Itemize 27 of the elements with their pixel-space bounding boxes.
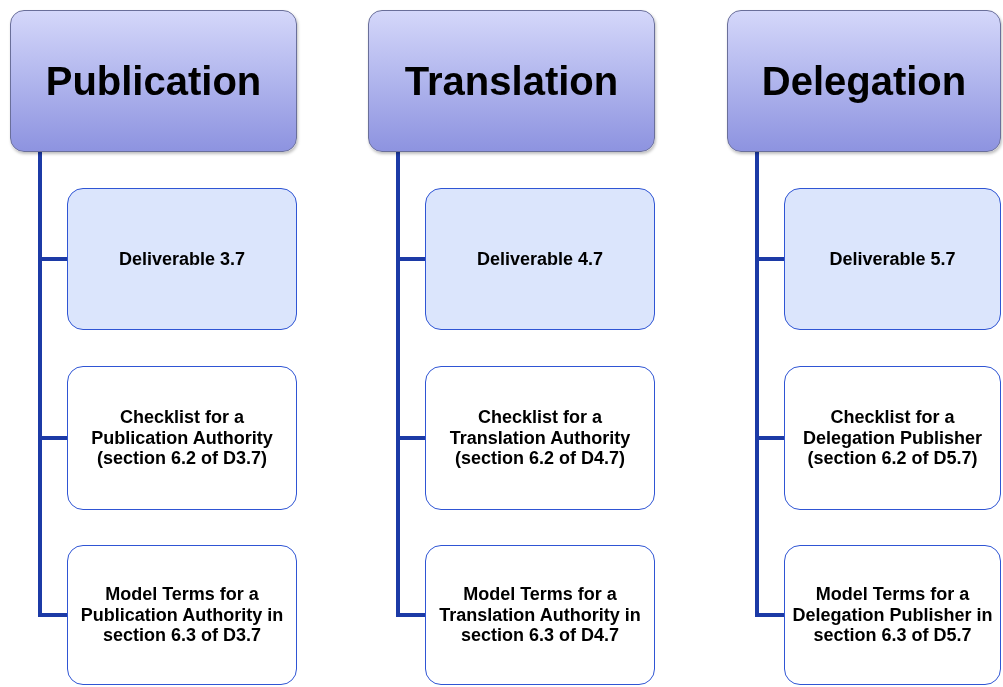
box-label: Publication <box>45 58 262 104</box>
connector-line <box>755 152 784 617</box>
box-label: Model Terms for a Publication Authority in section 6.3 of D3.7 <box>79 583 285 647</box>
item-box <box>425 545 655 685</box>
category-box <box>10 10 297 152</box>
box-label: Model Terms for a Delegation Publisher in section 6.3 of D5.7 <box>791 583 994 647</box>
box-label: Delegation <box>761 58 967 104</box>
item-box <box>784 188 1001 330</box>
box-label: Translation <box>404 58 619 104</box>
item-box <box>67 545 297 685</box>
box-label: Checklist for a Publication Authority (section 6.2 of D3.7) <box>90 406 274 470</box>
item-box <box>67 366 297 510</box>
item-box <box>425 188 655 330</box>
item-box <box>784 545 1001 685</box>
connector-line <box>396 152 425 617</box>
item-box <box>67 188 297 330</box>
box-label: Checklist for a Delegation Publisher (section 6.2 of D5.7) <box>801 406 983 470</box>
box-label: Checklist for a Translation Authority (section 6.2 of D4.7) <box>448 406 632 470</box>
item-box <box>425 366 655 510</box>
category-box <box>368 10 655 152</box>
box-label: Deliverable 5.7 <box>829 248 956 270</box>
category-box <box>727 10 1001 152</box>
item-box <box>784 366 1001 510</box>
box-label: Deliverable 4.7 <box>476 248 604 270</box>
connector-line <box>38 152 67 617</box>
box-label: Deliverable 3.7 <box>118 248 246 270</box>
box-label: Model Terms for a Translation Authority in section 6.3 of D4.7 <box>438 583 642 647</box>
